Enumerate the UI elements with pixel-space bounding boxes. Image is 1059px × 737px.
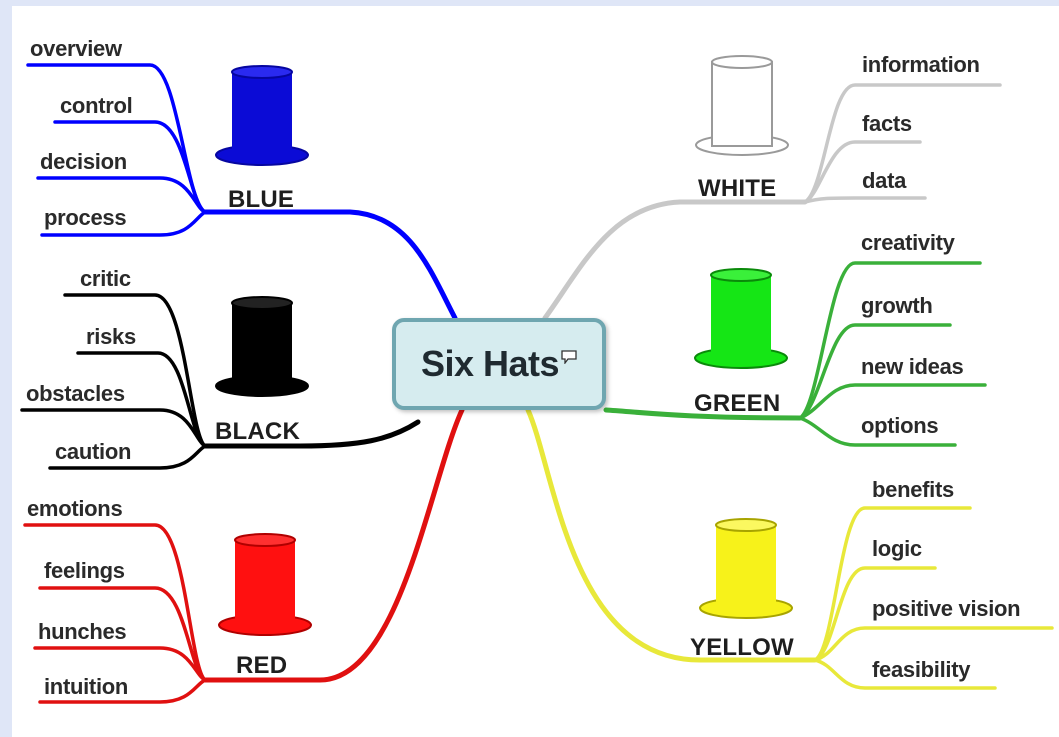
black-leaf-critic [63,293,207,448]
white-branch [542,83,1002,321]
white-hat-icon [695,55,789,156]
green-item-growth: growth [861,293,933,318]
red-item-hunches: hunches [38,619,127,644]
hat-name-green: GREEN [694,390,781,417]
green-leaf-new-ideas [798,383,987,420]
white-main-line [542,199,808,321]
yellow-item-benefits: benefits [872,477,954,502]
black-hat-icon [215,296,309,397]
green-leaf-growth [798,323,952,420]
yellow-leaf-positive-vision [813,626,1054,662]
black-item-obstacles: obstacles [26,381,125,406]
green-item-options: options [861,413,939,438]
red-leaf-hunches [33,646,207,682]
hat-name-blue: BLUE [228,186,295,213]
red-branch [23,407,465,704]
black-branch [20,293,421,470]
green-branch [603,261,987,447]
red-leaf-emotions [23,523,207,682]
blue-branch [26,63,458,321]
blue-leaf-process [40,210,207,237]
black-main-line [202,419,421,449]
black-leaf-caution [48,444,207,470]
red-item-feelings: feelings [44,558,125,583]
black-leaf-obstacles [20,408,207,448]
green-hat-icon [694,268,788,369]
white-item-data: data [862,168,907,193]
green-leaf-options [798,416,957,447]
central-topic-label: Six Hats [420,343,560,384]
yellow-item-positive-vision: positive vision [872,596,1021,621]
blue-item-overview: overview [30,36,122,61]
white-item-facts: facts [862,111,912,136]
green-item-creativity: creativity [861,230,955,255]
yellow-hat-icon [699,518,793,619]
blue-leaf-decision [36,176,207,214]
blue-item-control: control [60,93,133,118]
yellow-branch [525,407,1054,690]
yellow-leaf-logic [813,566,937,662]
comment-icon [561,350,577,364]
central-topic: Six Hats [392,318,606,410]
green-leaf-creativity [798,261,982,420]
green-main-line [603,407,803,421]
green-item-new-ideas: new ideas [861,354,964,379]
yellow-leaf-feasibility [813,658,997,690]
blue-main-line [202,209,458,321]
blue-hat-icon [215,65,309,166]
red-main-line [202,407,465,683]
black-item-caution: caution [55,439,132,464]
hat-name-black: BLACK [215,418,300,445]
red-item-emotions: emotions [27,496,123,521]
blue-leaf-overview [26,63,207,214]
yellow-main-line [525,407,818,663]
black-item-risks: risks [86,324,136,349]
blue-item-process: process [44,205,127,230]
yellow-item-logic: logic [872,536,922,561]
red-leaf-intuition [38,678,207,704]
white-item-information: information [862,52,980,77]
white-leaf-data [803,196,927,204]
white-leaf-facts [803,140,922,204]
hat-name-red: RED [236,652,288,679]
red-item-intuition: intuition [44,674,129,699]
yellow-leaf-benefits [813,506,972,662]
red-hat-icon [218,533,312,636]
hat-name-white: WHITE [698,175,777,202]
hat-name-yellow: YELLOW [690,634,794,661]
yellow-item-feasibility: feasibility [872,657,971,682]
blue-item-decision: decision [40,149,127,174]
black-item-critic: critic [80,266,131,291]
